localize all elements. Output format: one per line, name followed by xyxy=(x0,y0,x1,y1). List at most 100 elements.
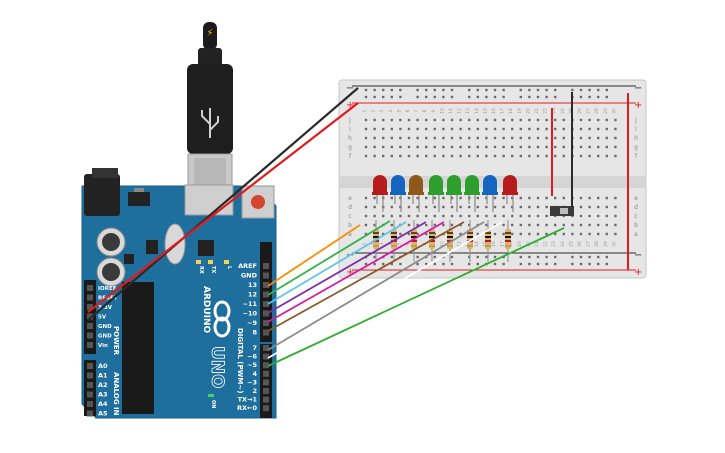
breadboard-hole[interactable] xyxy=(390,205,393,209)
breadboard-hole[interactable] xyxy=(502,145,505,149)
breadboard-hole[interactable] xyxy=(373,154,376,158)
breadboard-hole[interactable] xyxy=(579,223,583,227)
breadboard-hole[interactable] xyxy=(562,154,565,158)
breadboard-hole[interactable] xyxy=(597,232,600,236)
breadboard-hole[interactable] xyxy=(614,145,617,149)
breadboard-hole[interactable] xyxy=(373,145,376,149)
breadboard-hole[interactable] xyxy=(493,205,497,209)
rail-hole[interactable] xyxy=(450,95,454,99)
breadboard-hole[interactable] xyxy=(536,223,540,227)
rail-hole[interactable] xyxy=(588,255,591,259)
rail-hole[interactable] xyxy=(399,88,402,92)
breadboard-hole[interactable] xyxy=(407,205,411,209)
rail-hole[interactable] xyxy=(373,262,376,266)
breadboard-hole[interactable] xyxy=(390,118,393,122)
rail-hole[interactable] xyxy=(554,95,557,99)
breadboard-hole[interactable] xyxy=(528,127,531,131)
breadboard-hole[interactable] xyxy=(545,223,548,227)
rail-hole[interactable] xyxy=(416,262,419,266)
breadboard-hole[interactable] xyxy=(493,223,497,227)
digital-pin-socket[interactable] xyxy=(263,345,269,351)
breadboard-hole[interactable] xyxy=(468,145,471,149)
breadboard-hole[interactable] xyxy=(459,127,462,131)
breadboard-hole[interactable] xyxy=(519,136,522,140)
rail-hole[interactable] xyxy=(373,255,376,259)
breadboard-hole[interactable] xyxy=(528,136,531,140)
breadboard-hole[interactable] xyxy=(425,154,428,158)
breadboard-hole[interactable] xyxy=(554,196,557,200)
breadboard-hole[interactable] xyxy=(519,154,522,158)
rail-hole[interactable] xyxy=(519,88,522,92)
breadboard-hole[interactable] xyxy=(502,118,505,122)
breadboard-hole[interactable] xyxy=(468,154,471,158)
rail-hole[interactable] xyxy=(433,88,436,92)
breadboard-hole[interactable] xyxy=(597,205,600,209)
breadboard-hole[interactable] xyxy=(536,145,540,149)
breadboard-hole[interactable] xyxy=(502,127,505,131)
breadboard-hole[interactable] xyxy=(476,214,479,218)
breadboard-hole[interactable] xyxy=(588,118,591,122)
breadboard-hole[interactable] xyxy=(605,196,608,200)
breadboard-hole[interactable] xyxy=(579,154,583,158)
breadboard-hole[interactable] xyxy=(545,154,548,158)
breadboard-hole[interactable] xyxy=(597,118,600,122)
breadboard-hole[interactable] xyxy=(450,205,454,209)
breadboard-hole[interactable] xyxy=(562,145,565,149)
breadboard-hole[interactable] xyxy=(399,232,402,236)
breadboard-hole[interactable] xyxy=(433,127,436,131)
breadboard-hole[interactable] xyxy=(485,154,488,158)
led[interactable] xyxy=(390,175,406,212)
breadboard-hole[interactable] xyxy=(373,205,376,209)
breadboard-hole[interactable] xyxy=(390,214,393,218)
rail-hole[interactable] xyxy=(579,95,583,99)
breadboard-hole[interactable] xyxy=(442,118,445,122)
breadboard-hole[interactable] xyxy=(433,154,436,158)
rail-hole[interactable] xyxy=(571,88,574,92)
breadboard-hole[interactable] xyxy=(425,205,428,209)
rail-hole[interactable] xyxy=(476,255,479,259)
rail-hole[interactable] xyxy=(416,88,419,92)
breadboard-hole[interactable] xyxy=(425,196,428,200)
rail-hole[interactable] xyxy=(605,262,608,266)
rail-hole[interactable] xyxy=(476,88,479,92)
rail-hole[interactable] xyxy=(399,95,402,99)
breadboard-hole[interactable] xyxy=(416,214,419,218)
rail-hole[interactable] xyxy=(493,95,497,99)
breadboard-hole[interactable] xyxy=(390,154,393,158)
rail-hole[interactable] xyxy=(373,88,376,92)
digital-pin-socket[interactable] xyxy=(263,282,269,288)
breadboard-hole[interactable] xyxy=(528,223,531,227)
breadboard-hole[interactable] xyxy=(442,127,445,131)
breadboard-hole[interactable] xyxy=(373,196,376,200)
breadboard-hole[interactable] xyxy=(450,196,454,200)
breadboard-hole[interactable] xyxy=(502,232,505,236)
breadboard-hole[interactable] xyxy=(399,127,402,131)
rail-hole[interactable] xyxy=(545,255,548,259)
breadboard-hole[interactable] xyxy=(476,127,479,131)
rail-hole[interactable] xyxy=(450,255,454,259)
breadboard-hole[interactable] xyxy=(528,154,531,158)
breadboard-hole[interactable] xyxy=(373,214,376,218)
breadboard-hole[interactable] xyxy=(485,223,488,227)
breadboard-hole[interactable] xyxy=(511,196,514,200)
led[interactable] xyxy=(372,175,388,212)
breadboard-hole[interactable] xyxy=(536,118,540,122)
breadboard-hole[interactable] xyxy=(433,205,436,209)
breadboard-hole[interactable] xyxy=(519,118,522,122)
breadboard-hole[interactable] xyxy=(433,118,436,122)
breadboard-hole[interactable] xyxy=(364,154,368,158)
rail-hole[interactable] xyxy=(390,262,393,266)
breadboard-hole[interactable] xyxy=(476,205,479,209)
breadboard-hole[interactable] xyxy=(502,214,505,218)
digital-pin-socket[interactable] xyxy=(263,362,269,369)
rail-hole[interactable] xyxy=(597,262,600,266)
rail-hole[interactable] xyxy=(519,255,522,259)
rail-hole[interactable] xyxy=(528,88,531,92)
breadboard-hole[interactable] xyxy=(511,214,514,218)
rail-hole[interactable] xyxy=(468,255,471,259)
breadboard-hole[interactable] xyxy=(373,127,376,131)
breadboard-hole[interactable] xyxy=(407,196,411,200)
breadboard-hole[interactable] xyxy=(502,205,505,209)
breadboard-hole[interactable] xyxy=(511,205,514,209)
breadboard-hole[interactable] xyxy=(433,196,436,200)
